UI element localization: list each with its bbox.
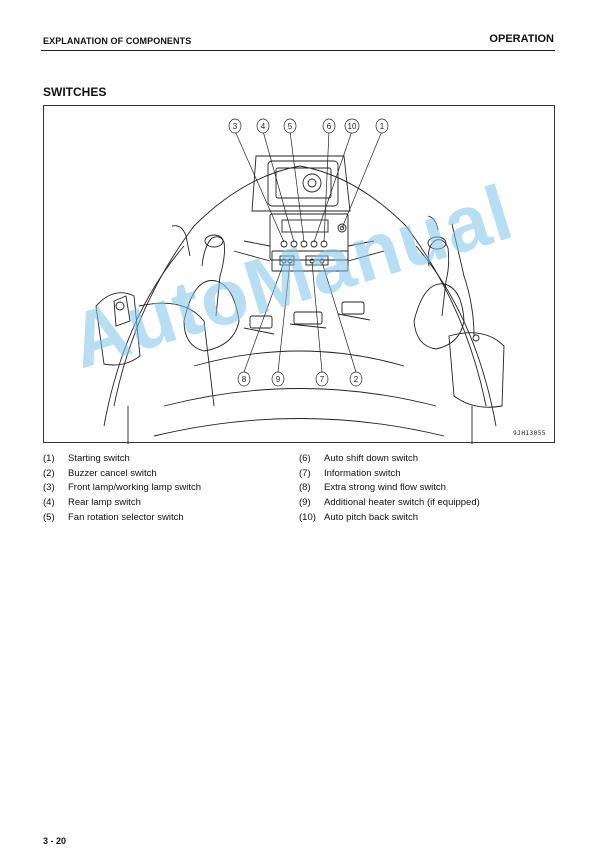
section-label: EXPLANATION OF COMPONENTS: [43, 36, 192, 46]
callout-7: 7: [320, 375, 325, 384]
chapter-label: OPERATION: [489, 33, 554, 45]
callout-bubble: [315, 371, 329, 387]
callout-6: 6: [327, 122, 332, 131]
legend-item: (8)Extra strong wind flow switch: [299, 482, 446, 494]
callout-bubble: [344, 118, 360, 134]
legend-left: (1)Starting switch (2)Buzzer cancel swit…: [43, 452, 201, 526]
callout-bubble: [271, 371, 285, 387]
callout-bubble: [375, 118, 389, 134]
switches-figure: 3 4 5 6 10 1 8 9 7 2 9JH13055: [43, 105, 555, 444]
callout-bubble: [322, 118, 336, 134]
legend-item: (2)Buzzer cancel switch: [43, 467, 157, 479]
legend-item: (7)Information switch: [299, 467, 401, 479]
callout-4: 4: [261, 122, 266, 131]
legend-item: (4)Rear lamp switch: [43, 497, 141, 509]
page-title: SWITCHES: [43, 85, 107, 99]
callout-9: 9: [276, 375, 281, 384]
callout-bubble: [256, 118, 270, 134]
callout-2: 2: [354, 375, 359, 384]
legend-item: (10)Auto pitch back switch: [299, 511, 418, 523]
callout-3: 3: [233, 122, 238, 131]
callout-5: 5: [288, 122, 293, 131]
header-rule: [41, 50, 555, 51]
legend-item: (5)Fan rotation selector switch: [43, 511, 184, 523]
legend-item: (9)Additional heater switch (if equipped…: [299, 497, 480, 509]
callout-1: 1: [380, 122, 385, 131]
callout-8: 8: [242, 375, 247, 384]
callout-10: 10: [348, 122, 357, 131]
figure-code: 9JH13055: [513, 430, 546, 437]
page-number: 3 - 20: [43, 836, 67, 846]
legend-right: (6)Auto shift down switch (7)Information…: [299, 452, 480, 526]
callout-bubble: [228, 118, 242, 134]
legend-item: (1)Starting switch: [43, 453, 130, 464]
callout-bubble: [349, 371, 363, 387]
callout-bubble: [283, 118, 297, 134]
legend-item: (3)Front lamp/working lamp switch: [43, 482, 202, 494]
cab-illustration: 3 4 5 6 10 1 8 9 7 2: [95, 118, 505, 444]
callout-bubble: [237, 371, 251, 387]
legend-item: (6)Auto shift down switch: [299, 453, 418, 464]
